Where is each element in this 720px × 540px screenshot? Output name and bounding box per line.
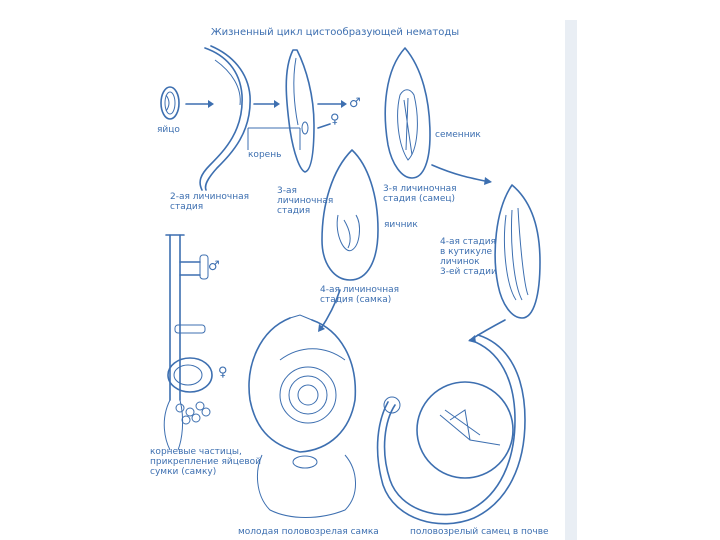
label-third-stage: 3-ая личиночная стадия [277, 186, 333, 216]
egg-figure [161, 87, 179, 119]
arrow-head [208, 100, 214, 108]
arrow-head [484, 177, 492, 185]
label-fourth-stage-male: 4-ая стадия в кутикуле личинок 3-ей стад… [440, 237, 497, 277]
arrow-head [274, 100, 280, 108]
label-female-symbol-root: ♀ [218, 368, 228, 378]
label-male-symbol-root: ♂ [208, 262, 220, 272]
diagram-title: Жизненный цикл цистообразующей нематоды [165, 27, 505, 38]
arrow-l3-to-female [318, 124, 330, 128]
label-ovary: яичник [384, 220, 418, 230]
label-roots: корень [248, 150, 281, 160]
label-female-symbol: ♀ [330, 115, 340, 125]
label-egg: яйцо [157, 125, 180, 135]
arrow-head [341, 100, 347, 108]
root-cyst-figure [164, 235, 212, 450]
second-stage-larva-figure [200, 46, 250, 190]
label-third-stage-male: 3-я личиночная стадия (самец) [383, 184, 457, 204]
adult-male-figure [378, 335, 525, 524]
arrow-to-fourth-male [432, 165, 490, 182]
label-young-female: молодая половозрелая самка [238, 527, 379, 537]
label-fourth-stage-female: 4-ая личиночная стадия (самка) [320, 285, 399, 305]
label-root-feeding: корневые частицы, прикрепление яйцевой с… [150, 447, 261, 477]
label-adult-male: половозрелый самец в почве [410, 527, 549, 537]
label-second-stage: 2-ая личиночная стадия [170, 192, 249, 212]
fourth-stage-male-figure [495, 185, 540, 318]
third-stage-larva-figure [286, 50, 314, 172]
label-male-symbol: ♂ [349, 99, 361, 109]
label-seminal: семенник [435, 130, 481, 140]
third-stage-male-figure [385, 48, 430, 178]
young-female-figure [249, 315, 355, 518]
